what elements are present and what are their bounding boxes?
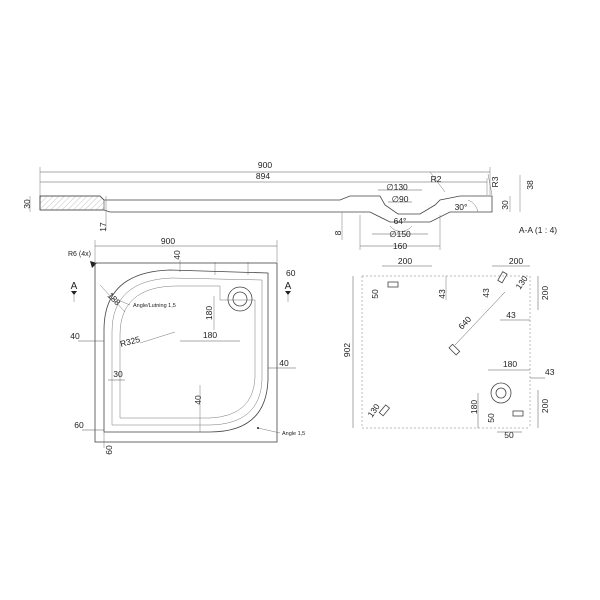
- section-arrow-left: [71, 291, 77, 295]
- plan-angle-15: Angle 1,5: [282, 431, 305, 437]
- dim-line-640: [454, 291, 506, 346]
- install-dim-43d: 43: [545, 367, 555, 377]
- profile-dim-8: 8: [333, 230, 343, 235]
- tray-outline: [94, 262, 278, 443]
- profile-dim-30-right: 30: [500, 200, 510, 210]
- foot-bracket-bottom-left: [378, 404, 391, 417]
- plan-dim-180-v: 180: [204, 306, 214, 320]
- hatched-section: [39, 195, 105, 211]
- profile-dim-r2: R2: [431, 174, 442, 184]
- install-dim-43b: 43: [481, 288, 491, 298]
- plan-dim-60-left: 60: [74, 420, 84, 430]
- profile-dim-d130: ∅130: [386, 182, 408, 192]
- plan-r6-label: R6 (4x): [68, 251, 91, 258]
- foot-bracket-bottom-right: [512, 410, 524, 417]
- install-dim-640: 640: [456, 314, 473, 331]
- drain-inner: [232, 291, 248, 307]
- install-dim-200c: 200: [540, 286, 550, 300]
- foot-bracket-top-right: [497, 271, 508, 284]
- install-dim-200a: 200: [398, 256, 412, 266]
- plan-angle-lutning: Angle/Lutning 1,5: [133, 303, 176, 309]
- profile-angle-30: 30°: [455, 202, 468, 212]
- drain-outer: [227, 286, 253, 312]
- plan-dim-40-left: 40: [70, 331, 80, 341]
- install-dim-200b: 200: [509, 256, 523, 266]
- basin-outline: [103, 269, 269, 433]
- profile-dim-d90: ∅90: [392, 194, 409, 204]
- section-arrow-right: [285, 291, 291, 295]
- plan-view: 900 R6 (4x) 40 60 188 Angle/Lutning 1,5 …: [68, 236, 305, 455]
- plan-dim-40-right: 40: [279, 358, 289, 368]
- corner-marker: [90, 261, 97, 268]
- section-title: A-A (1 : 4): [519, 225, 557, 235]
- install-dim-180: 180: [503, 359, 517, 369]
- install-dim-180v: 180: [469, 400, 479, 414]
- install-dim-43c: 43: [506, 310, 516, 320]
- install-dim-43a: 43: [437, 289, 447, 299]
- plan-dim-900: 900: [161, 236, 175, 246]
- profile-dim-160: 160: [393, 241, 407, 251]
- plan-dim-40-top: 40: [172, 250, 182, 260]
- plan-dim-40-bottom: 40: [193, 395, 203, 405]
- profile-dim-17: 17: [98, 222, 108, 232]
- foot-bracket-top-left: [387, 281, 399, 288]
- install-dim-50c: 50: [504, 430, 514, 440]
- basin-inner-edge: [111, 277, 263, 426]
- plan-dim-60-right: 60: [286, 268, 296, 278]
- profile-dim-38: 38: [525, 180, 535, 190]
- section-marker-a-left: A: [71, 281, 78, 292]
- install-dim-902: 902: [342, 343, 352, 357]
- profile-dim-894: 894: [256, 171, 270, 181]
- install-dim-50b: 50: [486, 413, 496, 423]
- install-drain-outer: [490, 382, 512, 404]
- installation-view: 200 200 50 43 43 130 200 43 640 902 180 …: [342, 256, 555, 440]
- profile-dim-d150: ∅150: [389, 229, 411, 239]
- profile-dim-r3: R3: [490, 176, 500, 187]
- install-drain-inner: [495, 387, 507, 399]
- plan-dim-60-bottom: 60: [104, 445, 114, 455]
- section-profile-view: 900 894 30 17 8 ∅130 ∅90 R2 R3 38 30 30°…: [22, 160, 557, 251]
- section-marker-a-right: A: [285, 281, 292, 292]
- tray-profile: [39, 195, 493, 223]
- profile-dim-900: 900: [258, 160, 272, 170]
- plan-dim-180-h: 180: [203, 330, 217, 340]
- profile-angle-64: 64°: [394, 216, 407, 226]
- install-dim-200d: 200: [540, 399, 550, 413]
- plan-r325: R325: [119, 334, 141, 349]
- install-dim-130b: 130: [365, 402, 381, 420]
- plan-dim-30: 30: [113, 369, 123, 379]
- foot-bracket-center: [448, 343, 461, 356]
- profile-dim-30-left: 30: [22, 199, 32, 209]
- install-dim-50: 50: [370, 289, 380, 299]
